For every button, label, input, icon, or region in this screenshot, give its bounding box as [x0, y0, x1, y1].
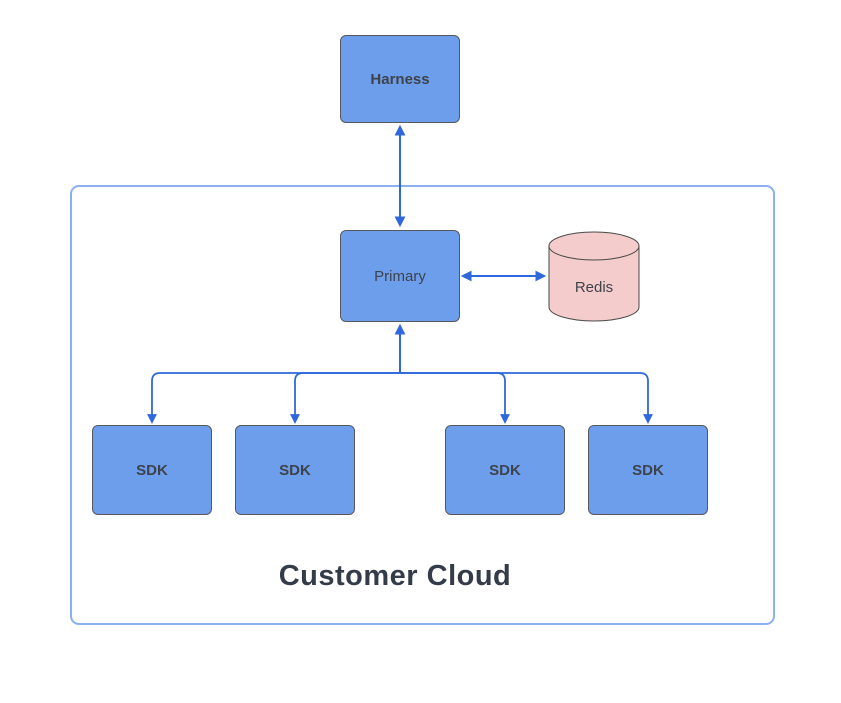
node-sdk-label: SDK	[136, 461, 168, 479]
cylinder-icon	[548, 231, 640, 322]
node-sdk-3: SDK	[445, 425, 565, 515]
node-redis: Redis	[548, 231, 640, 322]
node-sdk-label: SDK	[632, 461, 664, 479]
node-sdk-2: SDK	[235, 425, 355, 515]
node-redis-label: Redis	[574, 279, 614, 296]
container-title: Customer Cloud	[278, 560, 512, 592]
node-primary: Primary	[340, 230, 460, 322]
node-harness: Harness	[340, 35, 460, 123]
node-harness-label: Harness	[370, 70, 430, 88]
node-primary-label: Primary	[374, 267, 426, 285]
node-sdk-label: SDK	[279, 461, 311, 479]
customer-cloud-container	[70, 185, 775, 625]
node-sdk-label: SDK	[489, 461, 521, 479]
node-sdk-1: SDK	[92, 425, 212, 515]
node-sdk-4: SDK	[588, 425, 708, 515]
